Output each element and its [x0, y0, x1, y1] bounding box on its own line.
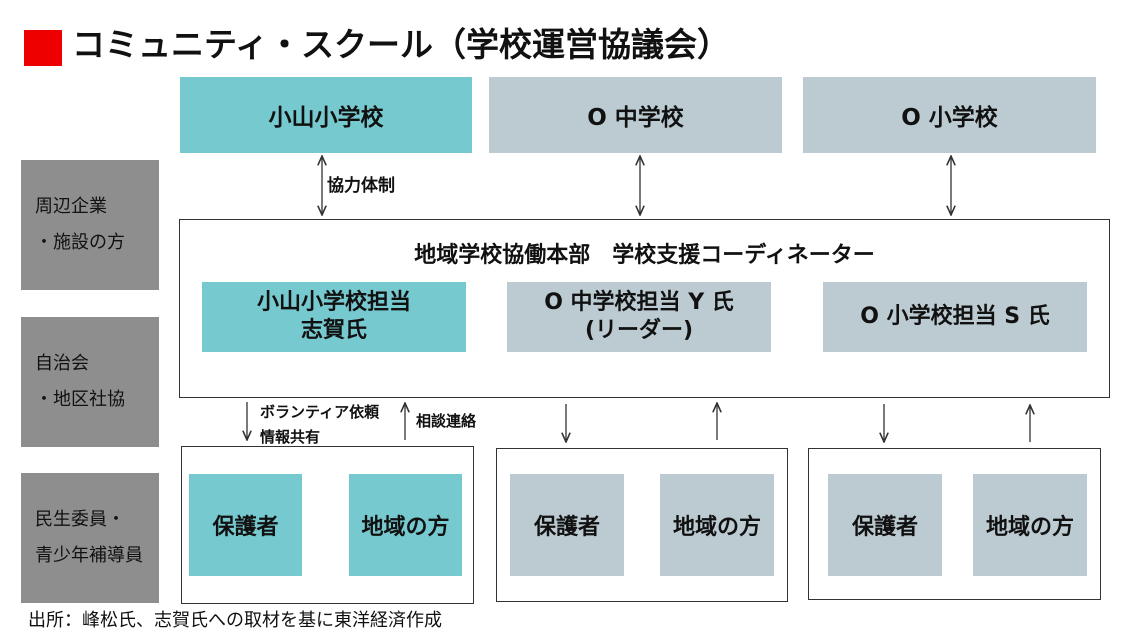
- side-label-welfare: 民生委員・ 青少年補導員: [21, 473, 159, 603]
- member-box-guardians: 保護者: [189, 474, 302, 576]
- side-label-community: 自治会 ・地区社協: [21, 317, 159, 447]
- coordinator-line: O 小学校担当 S 氏: [860, 304, 1050, 329]
- headquarters-title: 地域学校協働本部 学校支援コーディネーター: [414, 243, 875, 268]
- member-box-community: 地域の方: [349, 474, 462, 576]
- coordinator-box-o-elementary: O 小学校担当 S 氏: [823, 282, 1087, 352]
- side-label-line: 民生委員・: [35, 509, 125, 530]
- coordination-label: 協力体制: [327, 176, 395, 196]
- member-box-guardians: 保護者: [828, 474, 942, 576]
- member-box-guardians: 保護者: [510, 474, 624, 576]
- flow-label-consult: 相談連絡: [416, 412, 477, 430]
- coordinator-line: O 中学校担当 Y 氏: [544, 290, 734, 315]
- school-box-koyama: 小山小学校: [180, 77, 472, 153]
- coordinator-line: 志賀氏: [300, 318, 367, 343]
- coordinator-box-o-junior-high: O 中学校担当 Y 氏 (リーダー): [507, 282, 771, 352]
- coordinator-line: (リーダー): [584, 318, 694, 343]
- page-title: コミュニティ・スクール（学校運営協議会）: [72, 25, 731, 64]
- side-label-companies: 周辺企業 ・施設の方: [21, 160, 159, 290]
- title-marker: [24, 30, 62, 66]
- side-label-line: 周辺企業: [35, 196, 107, 217]
- source-note: 出所：峰松氏、志賀氏への取材を基に東洋経済作成: [28, 610, 442, 631]
- coordinator-box-koyama: 小山小学校担当 志賀氏: [202, 282, 466, 352]
- side-label-line: ・地区社協: [35, 389, 125, 410]
- school-box-o-elementary: O 小学校: [803, 77, 1096, 153]
- flow-label-request: ボランティア依頼: [260, 403, 380, 421]
- coordinator-line: 小山小学校担当: [256, 290, 411, 315]
- side-label-line: ・施設の方: [35, 232, 125, 253]
- side-label-line: 自治会: [35, 353, 89, 374]
- flow-label-info-share: 情報共有: [260, 428, 321, 446]
- side-label-line: 青少年補導員: [35, 545, 143, 566]
- school-box-o-junior-high: O 中学校: [489, 77, 782, 153]
- member-box-community: 地域の方: [660, 474, 774, 576]
- member-box-community: 地域の方: [973, 474, 1087, 576]
